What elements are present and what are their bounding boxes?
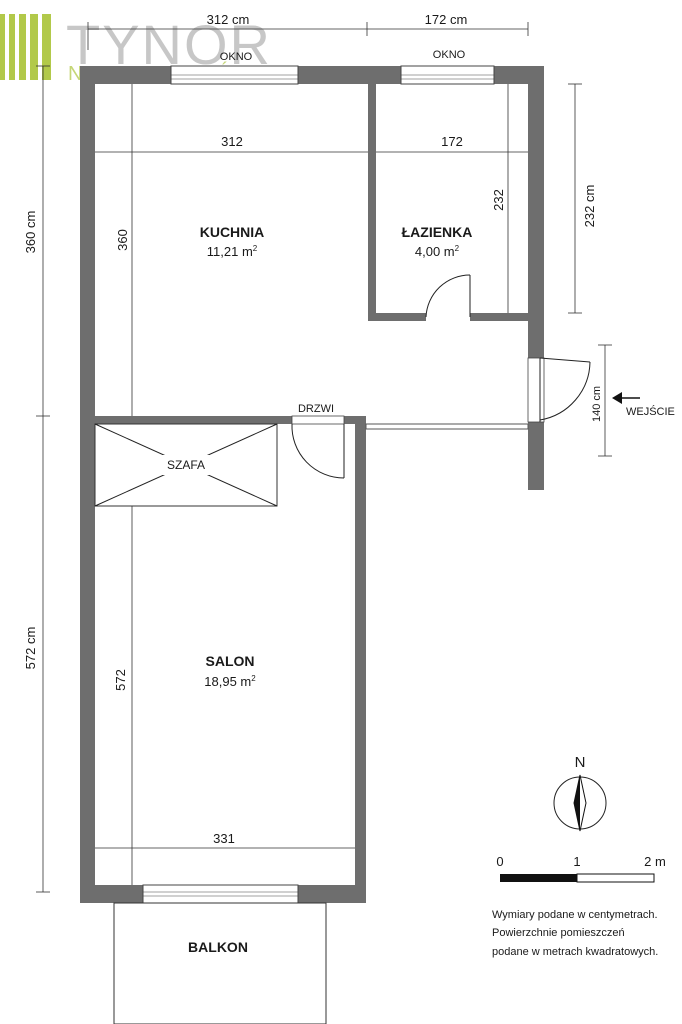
balcony-outline <box>113 902 327 1024</box>
living-name: SALON <box>206 653 255 669</box>
dim-kitchen-width: 312 <box>221 134 243 149</box>
note-line-1: Wymiary podane w centymetrach. <box>492 909 658 921</box>
compass-north-label: N <box>575 754 586 771</box>
windows <box>142 65 495 904</box>
dim-kitchen-height: 360 <box>115 229 130 251</box>
dim-top-left: 312 cm <box>207 12 250 27</box>
balcony-name: BALKON <box>188 939 248 955</box>
living-area: 18,95 m2 <box>204 674 256 689</box>
walls <box>80 66 544 903</box>
bathroom-name: ŁAZIENKA <box>402 224 473 240</box>
window-left-label: OKNO <box>220 51 253 63</box>
dim-bath-height: 232 <box>491 189 506 211</box>
dim-entrance-width: 140 cm <box>591 386 603 422</box>
doors <box>291 274 591 479</box>
scale-tick-1: 1 <box>573 854 580 869</box>
dim-top-right: 172 cm <box>425 12 468 27</box>
note-line-2: Powierzchnie pomieszczeń <box>492 927 625 939</box>
bathroom-area: 4,00 m2 <box>415 244 460 259</box>
compass-icon: N <box>553 754 607 832</box>
scale-tick-0: 0 <box>496 854 503 869</box>
kitchen-name: KUCHNIA <box>200 224 265 240</box>
wardrobe <box>94 423 278 507</box>
logo-bars-icon <box>0 14 51 80</box>
scale-bar: 0 1 2 m <box>496 854 666 883</box>
door-label: DRZWI <box>298 403 334 415</box>
scale-tick-2: 2 m <box>644 854 666 869</box>
dim-living-height: 572 <box>113 669 128 691</box>
dim-left-upper: 360 cm <box>23 211 38 254</box>
dim-left-lower: 572 cm <box>23 627 38 670</box>
kitchen-area: 11,21 m2 <box>207 244 258 259</box>
dimension-lines <box>36 22 640 893</box>
dim-bath-width: 172 <box>441 134 463 149</box>
window-right-label: OKNO <box>433 49 466 61</box>
note-line-3: podane w metrach kwadratowych. <box>492 946 658 958</box>
dim-living-width: 331 <box>213 831 235 846</box>
dim-right-outer: 232 cm <box>582 185 597 228</box>
entrance-label: WEJŚCIE <box>626 405 675 418</box>
wardrobe-name: SZAFA <box>167 458 205 472</box>
